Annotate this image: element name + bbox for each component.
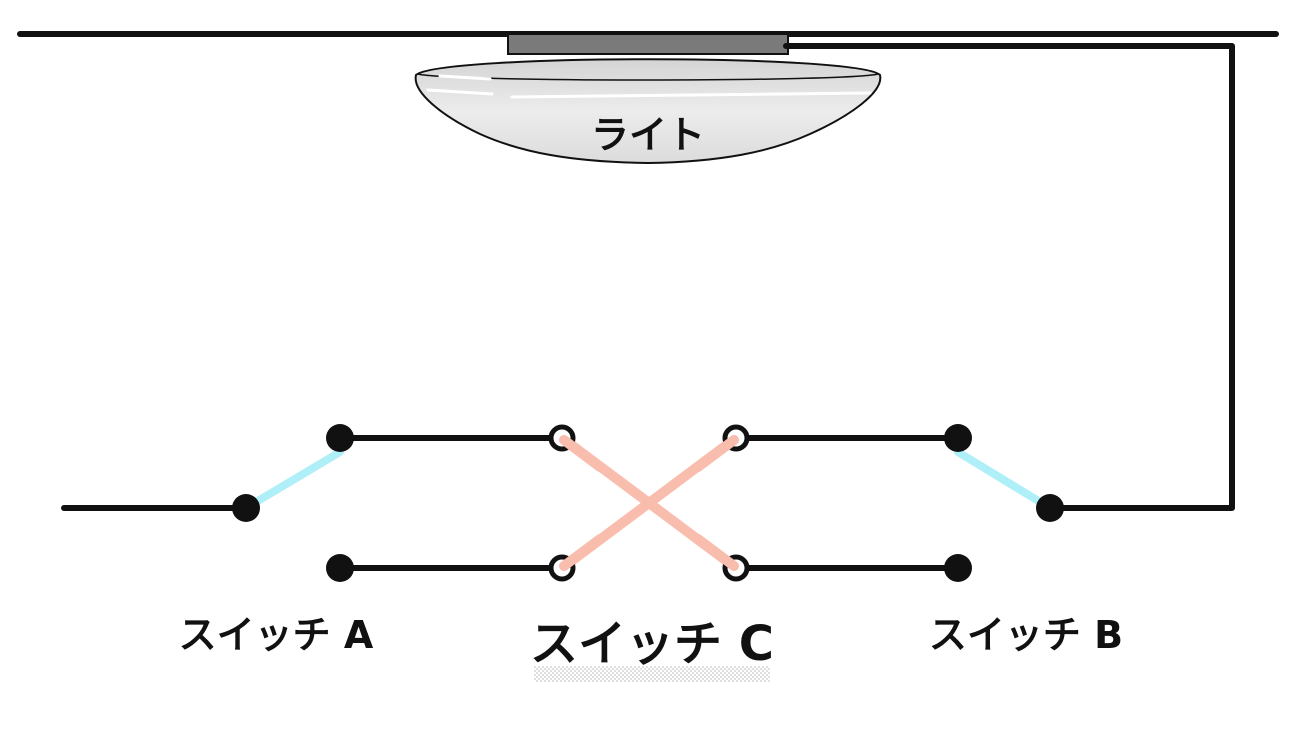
switch-c-lever-end-3 (693, 435, 739, 472)
switch-c-lever-end-2 (559, 534, 605, 571)
ceiling-light: ライト (414, 33, 882, 165)
switch-b-label: スイッチ B (929, 613, 1123, 657)
wire-light-to-switch-b (783, 43, 1235, 511)
switch-a-bottom-terminal (326, 554, 354, 582)
switch-a (232, 424, 354, 582)
light-highlight (426, 74, 872, 99)
switch-c-lever-end-4 (693, 534, 739, 571)
light-base-plate (507, 33, 789, 55)
light-label: ライト (591, 113, 705, 157)
switch-b-top-terminal (944, 424, 972, 452)
switch-b-lever (954, 448, 1054, 512)
switch-a-top-terminal (326, 424, 354, 452)
switch-a-label: スイッチ A (179, 613, 374, 657)
switch-c-label: スイッチ C (530, 616, 774, 672)
switch-b-common-terminal (1036, 494, 1064, 522)
switch-a-lever (242, 448, 344, 512)
switch-c-label-underline (534, 666, 770, 682)
switch-b-bottom-terminal (944, 554, 972, 582)
switch-c-lever-end-1 (559, 435, 605, 472)
switch-a-common-terminal (232, 494, 260, 522)
switch-c (548, 424, 750, 582)
light-shade (414, 58, 882, 165)
switch-b (944, 424, 1064, 582)
